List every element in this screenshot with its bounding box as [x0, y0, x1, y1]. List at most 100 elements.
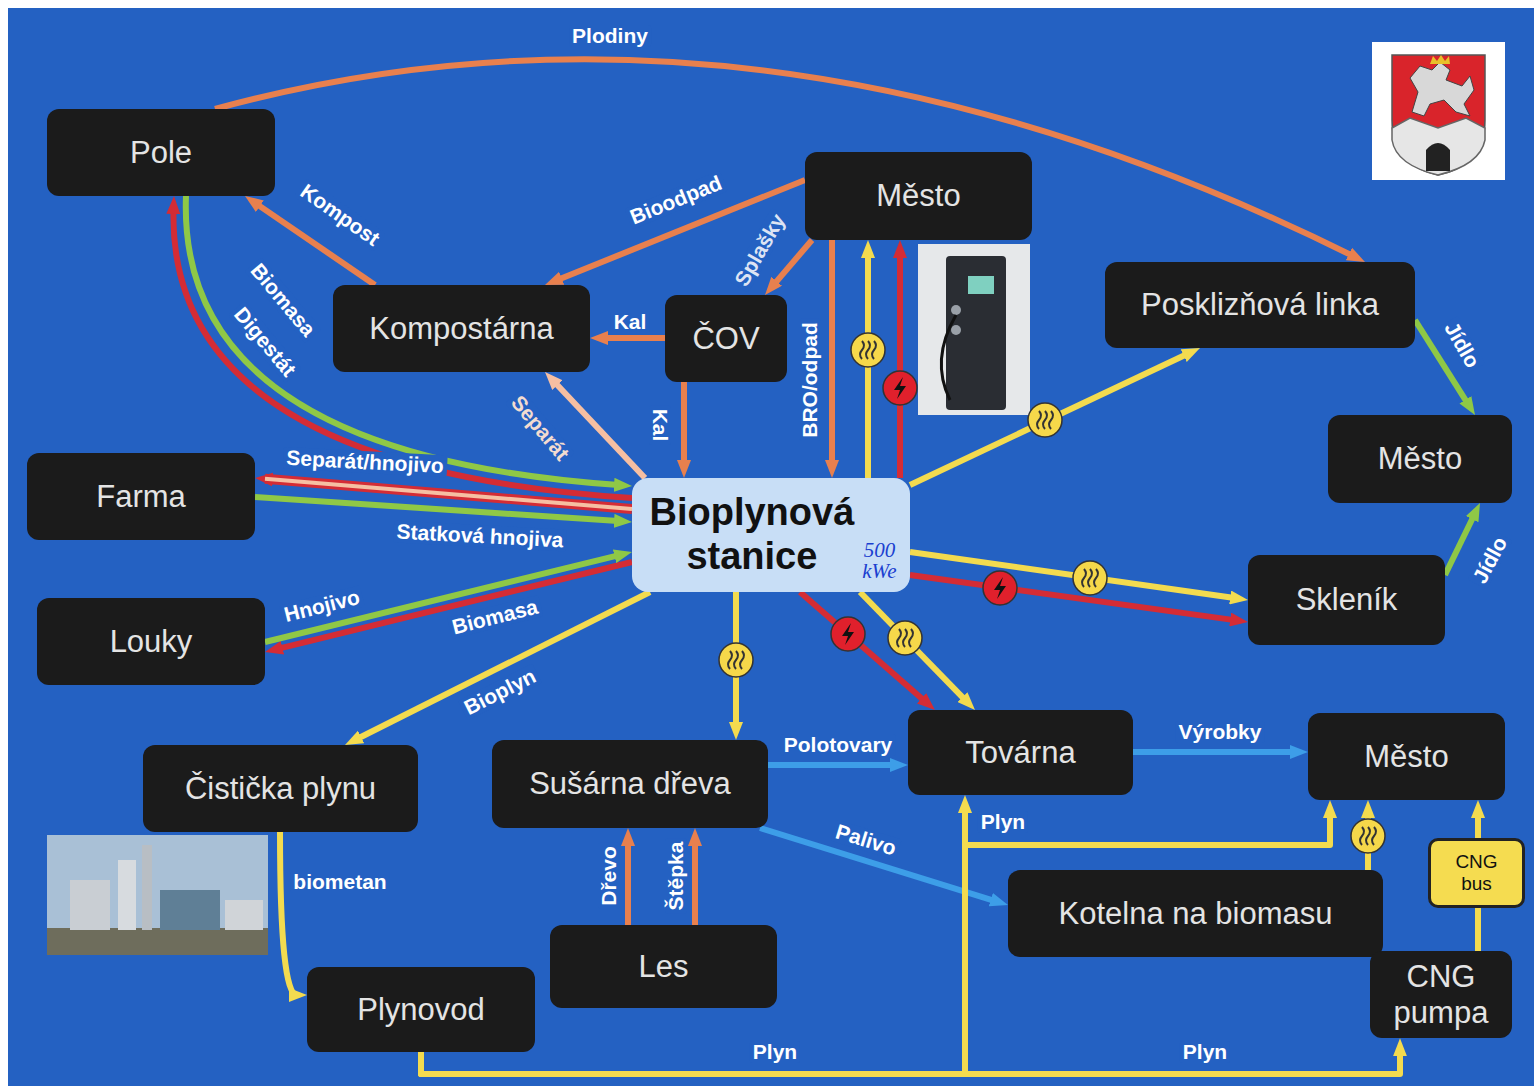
- flow-line: [910, 352, 1191, 485]
- node-label: Sušárna dřeva: [529, 766, 731, 802]
- photo-container: [160, 890, 220, 930]
- process-box: Les: [550, 925, 777, 1008]
- ev-charger-photo: [918, 244, 1030, 415]
- flow-label: Plyn: [750, 1041, 800, 1063]
- flow-line-inner: [265, 479, 632, 509]
- heat-symbol: [888, 621, 922, 655]
- photo-unit: [225, 900, 263, 930]
- node-label: Město: [1378, 441, 1462, 477]
- flow-arrow: [910, 552, 1238, 599]
- electricity-icon: [983, 571, 1017, 605]
- flow-arrow: [265, 479, 632, 509]
- central-station: Bioplynová stanice500 kWe: [632, 478, 910, 592]
- lightning-bolt: [894, 377, 906, 399]
- flow-arrow: [186, 196, 622, 485]
- heat-symbol: [1073, 561, 1107, 595]
- flow-line: [771, 240, 812, 287]
- heat-icon: [1073, 561, 1107, 595]
- flow-arrow: [684, 382, 685, 468]
- node-label: Čistička plynu: [185, 771, 376, 807]
- flow-arrow: [1478, 908, 1479, 951]
- arms-ground: [1372, 42, 1505, 180]
- flow-line: [768, 762, 898, 768]
- node-label: Les: [639, 949, 689, 985]
- charger-plug: [951, 305, 961, 315]
- node-label: Kotelna na biomasu: [1058, 896, 1332, 932]
- charger-cable: [941, 315, 956, 400]
- node-label: Továrna: [965, 735, 1075, 771]
- flow-arrow: [900, 250, 901, 478]
- heat-symbol: [719, 643, 753, 677]
- flow-line: [1445, 512, 1476, 575]
- node-label: Farma: [96, 479, 186, 515]
- heat-wave: [728, 651, 732, 669]
- photo-ground: [47, 928, 268, 955]
- node-label: Město: [876, 178, 960, 214]
- flow-arrow: [768, 765, 898, 766]
- lightning-bolt: [994, 577, 1006, 599]
- flow-arrow: [628, 838, 629, 925]
- process-box: Kompostárna: [333, 285, 590, 372]
- charger-body: [946, 256, 1006, 410]
- arms-wall: [1392, 118, 1485, 175]
- process-box: ČOV: [665, 295, 787, 382]
- node-label: Město: [1364, 739, 1448, 775]
- flow-arrow: [280, 832, 297, 995]
- photo-stack: [142, 845, 152, 930]
- flow-arrow: [860, 592, 968, 703]
- flow-line: [625, 838, 631, 925]
- bus-icon: CNG bus: [1428, 838, 1525, 908]
- heat-icon: [1028, 403, 1062, 437]
- flow-line: [897, 250, 903, 478]
- charger-plug: [951, 325, 961, 335]
- flow-label: biometan: [290, 871, 389, 893]
- heat-wave: [1372, 827, 1376, 845]
- heat-wave: [1049, 411, 1053, 429]
- heat-symbol: [851, 333, 885, 367]
- heat-wave: [1360, 827, 1364, 845]
- heat-wave: [1088, 569, 1092, 587]
- flow-label: Plyn: [978, 811, 1028, 833]
- process-box: Farma: [27, 453, 255, 540]
- flow-line: [1475, 810, 1481, 838]
- process-box: Sušárna dřeva: [492, 740, 768, 828]
- flow-arrow: [275, 562, 632, 650]
- flow-line: [692, 838, 698, 925]
- flow-arrow: [354, 592, 650, 741]
- heat-wave: [734, 651, 738, 669]
- flow-line: [255, 497, 622, 521]
- heat-icon: [888, 621, 922, 655]
- flow-arrow: [1478, 810, 1479, 838]
- electricity-icon: [831, 617, 865, 651]
- node-label: Posklizňová linka: [1141, 287, 1379, 323]
- node-label: Skleník: [1296, 582, 1398, 618]
- photo-column: [118, 860, 136, 930]
- heat-icon: [1351, 819, 1385, 853]
- flow-line: [265, 554, 622, 642]
- flow-arrow: [552, 379, 645, 478]
- flow-line: [910, 552, 1238, 599]
- process-box: Město: [805, 152, 1032, 240]
- flow-line: [681, 382, 687, 468]
- flow-line: [265, 479, 632, 509]
- flow-arrow: [1133, 752, 1298, 753]
- electricity-symbol: [831, 617, 865, 651]
- flow-arrow: [255, 497, 622, 521]
- node-label: CNG bus: [1455, 851, 1497, 895]
- node-label: Louky: [110, 624, 193, 660]
- flow-line: [1133, 749, 1298, 755]
- electricity-icon: [883, 371, 917, 405]
- flow-label: Polotovary: [781, 734, 896, 756]
- flow-line: [800, 592, 927, 703]
- flow-arrow: [832, 240, 833, 468]
- process-box: Čistička plynu: [143, 745, 418, 832]
- heat-wave: [1043, 411, 1047, 429]
- heat-wave: [1366, 827, 1370, 845]
- flow-line: [280, 832, 297, 995]
- flow-label: Dřevo: [598, 843, 620, 909]
- flow-arrow: [771, 240, 812, 287]
- process-box: Pole: [47, 109, 275, 196]
- process-box: Skleník: [1248, 555, 1445, 645]
- node-label: CNG pumpa: [1394, 959, 1489, 1030]
